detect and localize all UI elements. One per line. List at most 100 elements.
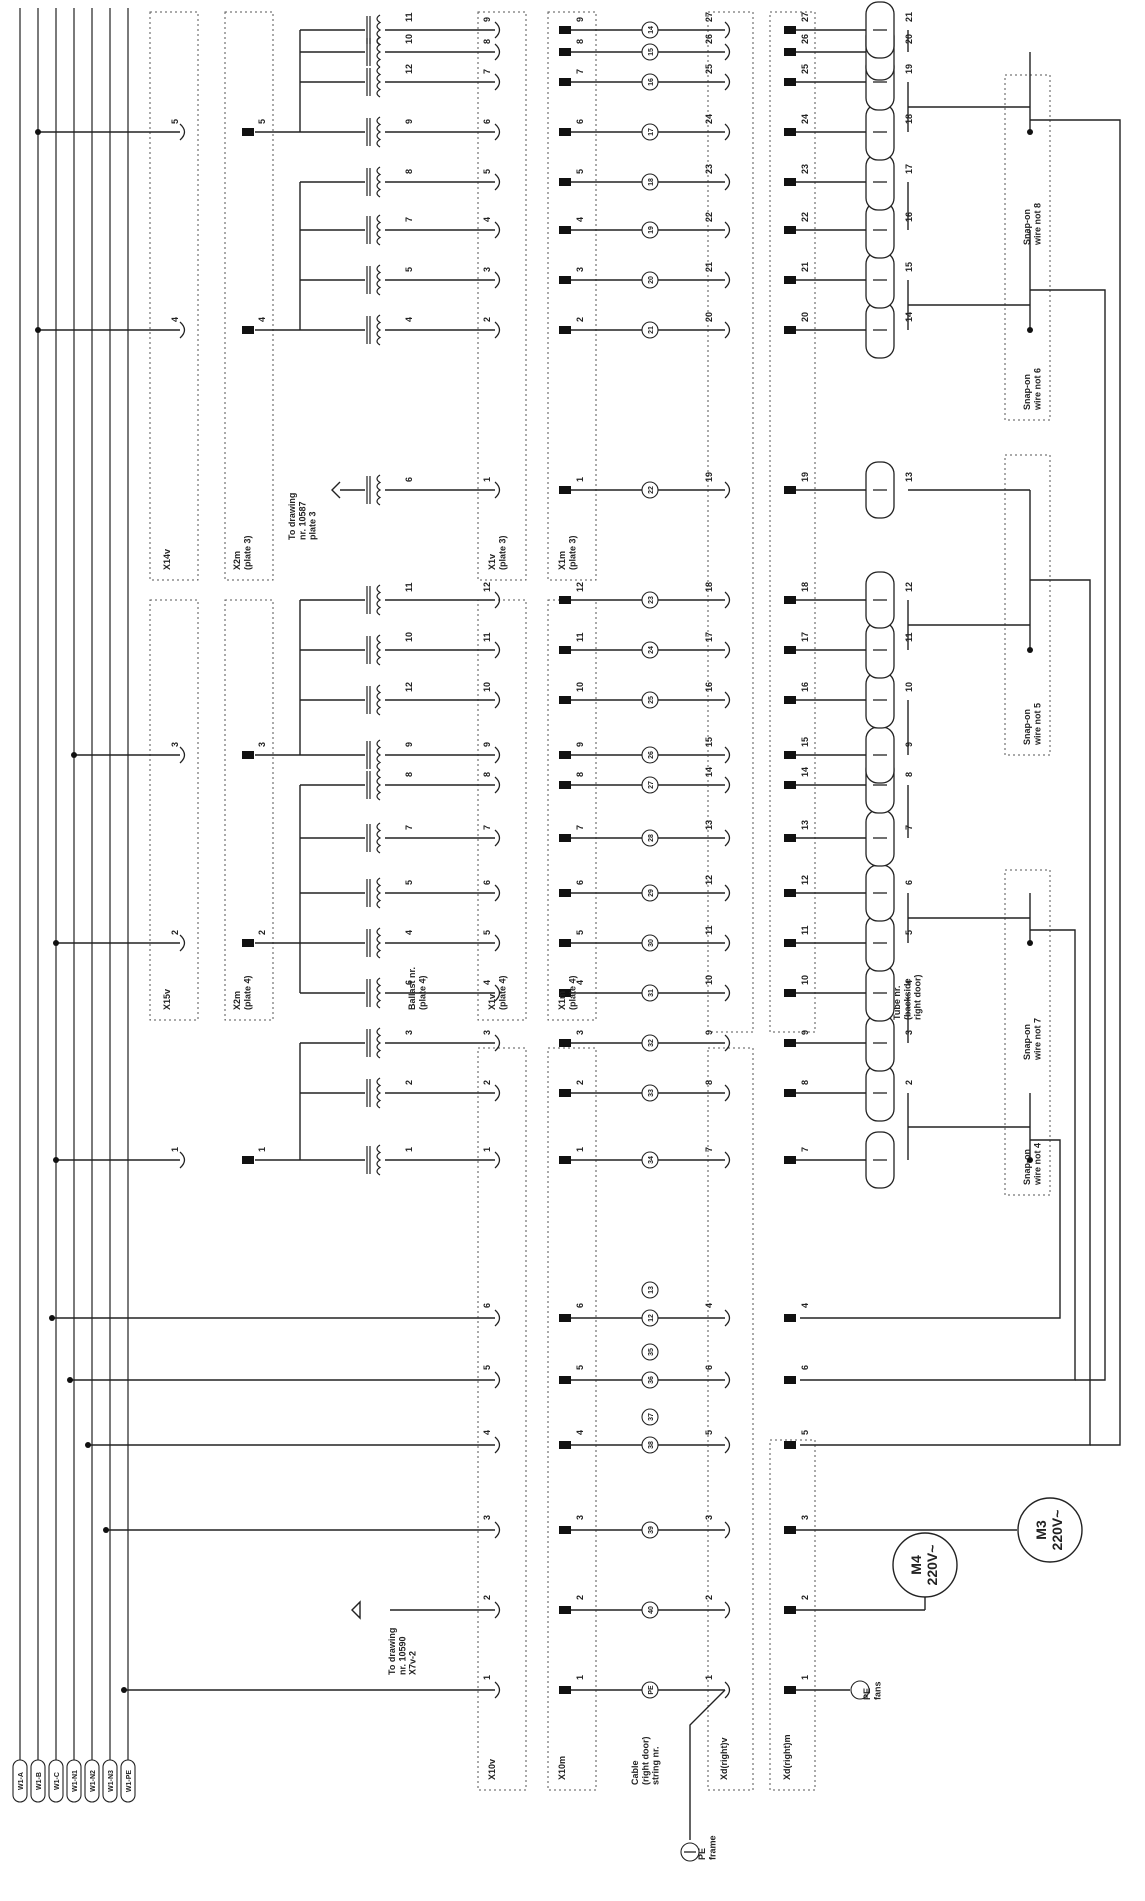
ballast-col-18-xdm-num: 24 [800, 114, 810, 124]
ballast-col-12-x1v-socket [494, 591, 501, 609]
lower-col-1-cable-marker [641, 1681, 659, 1699]
ballast-col-14-ballast-coil [376, 314, 382, 346]
return-wire-snap4 [800, 1139, 1061, 1319]
ballast-col-18-tube-num: 18 [904, 114, 914, 124]
ballast-col-16-ballast-num: 7 [404, 217, 414, 222]
ballast-col-7-x1v-num: 7 [482, 825, 492, 830]
lower-col-4-xdv-num: 5 [704, 1430, 714, 1435]
ballast-col-20-cable-marker-label: 15 [648, 48, 655, 56]
ballast-col-7-tube-num: 7 [904, 825, 914, 830]
ballast-col-14-xdv-socket [724, 321, 731, 339]
lower-col-2-xdv-socket [724, 1601, 731, 1619]
ballast-col-9-x2m-num: 3 [257, 742, 267, 747]
ballast-col-17-cable-marker-label: 18 [648, 178, 655, 186]
ballast-col-8-x1v-socket [494, 776, 501, 794]
ballast-col-18-ballast-coil [376, 116, 382, 148]
pe-fans-ground-icon [850, 1680, 870, 1700]
ballast-col-9-x1m-num: 9 [575, 742, 585, 747]
lower-col-4-cable-marker-2 [641, 1408, 659, 1426]
title-xd-right-v: Xd(right)v [719, 1738, 729, 1781]
ballast-col-6-x1m-num: 6 [575, 880, 585, 885]
ballast-col-13-xdm-num: 19 [800, 472, 810, 482]
ballast-col-13-ballast-num: 6 [404, 477, 414, 482]
lower-col-3-xdv-num: 3 [704, 1515, 714, 1520]
ballast-col-12-cable-marker [641, 591, 659, 609]
lower-col-4-cable-marker-2-label: 37 [648, 1413, 655, 1421]
ballast-col-11-ballast-coil [376, 634, 382, 666]
lower-col-1-cable-marker-label: PE [648, 1685, 655, 1695]
ballast-col-18-x1v-num: 6 [482, 119, 492, 124]
ballast-col-3-xdm-num: 9 [800, 1030, 810, 1035]
ballast-col-19-xdm-num: 25 [800, 64, 810, 74]
ballast-col-8-cable-marker [641, 776, 659, 794]
ballast-col-16-tube-num: 16 [904, 212, 914, 222]
ballast-col-5-x1m-num: 5 [575, 930, 585, 935]
ballast-col-13-tube-num: 13 [904, 472, 914, 482]
snap-box-5 [1004, 454, 1051, 756]
snap-bus-6-junction [1027, 327, 1033, 333]
ballast-col-10-xdv-num: 16 [704, 682, 714, 692]
ballast-col-4-cable-marker-label: 31 [648, 989, 655, 997]
ballast-col-10-x1v-num: 10 [482, 682, 492, 692]
ballast-col-8-xdv-num: 14 [704, 767, 714, 777]
arrow-to-drawing-10590 [351, 1600, 361, 1620]
lower-col-5-cable-marker [641, 1371, 659, 1389]
ballast-col-15-cable-marker [641, 271, 659, 289]
lower-col-3-cable-marker [641, 1521, 659, 1539]
ballast-col-14-x2m-num: 4 [257, 317, 267, 322]
note-snap-wire-5: Snap-onwire not 5 [1022, 703, 1042, 746]
lower-col-5-x10m-num: 5 [575, 1365, 585, 1370]
ballast-col-7-x1m-num: 7 [575, 825, 585, 830]
motor-m3-icon [1017, 1497, 1083, 1563]
ballast-col-20-tube-num: 20 [904, 34, 914, 44]
ballast-col-20-x1v-num: 8 [482, 39, 492, 44]
ballast-col-21-xdv-socket [724, 21, 731, 39]
ballast-col-10-tube-num: 10 [904, 682, 914, 692]
ballast-col-16-xdv-num: 22 [704, 212, 714, 222]
ballast-col-9-tube-num: 9 [904, 742, 914, 747]
ballast-col-17-cable-marker [641, 173, 659, 191]
ballast-col-21-cable-marker [641, 21, 659, 39]
ballast-col-7-x1v-socket [494, 829, 501, 847]
ballast-col-8-x1v-num: 8 [482, 772, 492, 777]
ballast-col-16-x1v-num: 4 [482, 217, 492, 222]
ballast-col-21-x1v-num: 9 [482, 17, 492, 22]
ballast-col-13-x1v-socket [494, 481, 501, 499]
ballast-col-17-xdm-num: 23 [800, 164, 810, 174]
lower-col-2-cable-marker [641, 1601, 659, 1619]
ballast-col-6-xdm-num: 12 [800, 875, 810, 885]
ballast-col-9-xdm-num: 15 [800, 737, 810, 747]
arrow-to-drawing-10587 [331, 481, 341, 499]
ballast-col-17-x1m-num: 5 [575, 169, 585, 174]
ballast-col-11-x1m-num: 11 [575, 632, 585, 642]
title-x14v: X14v [162, 549, 172, 570]
ballast-col-5-xdv-num: 11 [704, 925, 714, 935]
ballast-col-6-tube-num: 6 [904, 880, 914, 885]
ballast-col-6-x1v-num: 6 [482, 880, 492, 885]
ballast-col-13-x1v-num: 1 [482, 477, 492, 482]
ballast-col-13-cable-marker [641, 481, 659, 499]
bus-label-w1-n1: W1-N1 [72, 1770, 79, 1792]
title-xd-right-m: Xd(right)m [782, 1735, 792, 1781]
ballast-col-16-cable-marker [641, 221, 659, 239]
lower-col-3-bus-junction [103, 1527, 109, 1533]
ballast-col-6-cable-marker-label: 29 [648, 889, 655, 897]
block-x15v-plate4-a [149, 11, 199, 581]
ballast-col-12-x1v-num: 12 [482, 582, 492, 592]
bus-tag-w1-n3 [102, 1759, 118, 1803]
lower-col-1-xdv-socket [724, 1681, 731, 1699]
ballast-col-15-xdv-socket [724, 271, 731, 289]
ballast-col-12-ballast-coil [376, 584, 382, 616]
ballast-col-9-ballast-num: 9 [404, 742, 414, 747]
ballast-col-19-tube-num: 19 [904, 64, 914, 74]
ballast-col-5-ballast-coil [376, 927, 382, 959]
ballast-col-6-ballast-coil [376, 877, 382, 909]
ballast-col-15-xdm-num: 21 [800, 262, 810, 272]
ballast-col-14-tube-num: 14 [904, 312, 914, 322]
ballast-col-15-x1m-num: 3 [575, 267, 585, 272]
ballast-col-2-x1v-num: 2 [482, 1080, 492, 1085]
ballast-col-14-cable-marker-label: 21 [648, 326, 655, 334]
ballast-col-8-x1m-num: 8 [575, 772, 585, 777]
ballast-col-4-ballast-coil [376, 977, 382, 1009]
ballast-col-18-ballast-num: 9 [404, 119, 414, 124]
